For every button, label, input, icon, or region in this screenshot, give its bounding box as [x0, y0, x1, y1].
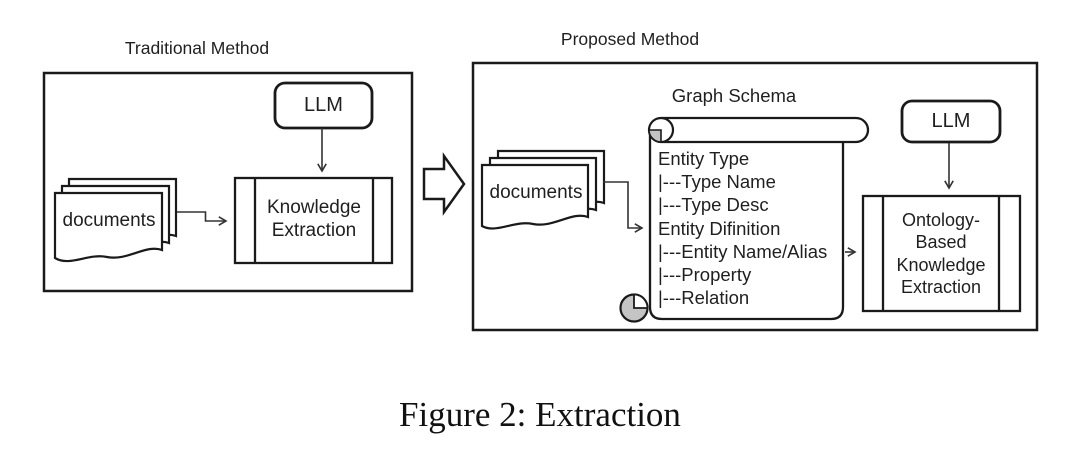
- traditional-llm-label: LLM: [304, 94, 343, 116]
- schema-line-entity-definition: Entity Difinition: [658, 217, 781, 239]
- knowledge-extraction-label: Knowledge Extraction: [257, 196, 371, 242]
- proposed-documents-label: documents: [489, 182, 583, 203]
- ontology-extraction-label-line4: Extraction: [900, 277, 982, 298]
- traditional-method-title: Traditional Method: [124, 38, 270, 58]
- schema-line-relation: |---Relation: [658, 287, 750, 309]
- block-arrow-icon: [422, 152, 466, 216]
- graph-schema-lines: Entity Type |---Type Name |---Type Desc …: [658, 147, 844, 309]
- documents-stack-icon-proposed: [480, 149, 606, 230]
- knowledge-extraction-label-line1: Knowledge: [266, 197, 362, 218]
- scroll-icon: [619, 116, 870, 323]
- scroll-top-curl-shadow: [648, 129, 662, 143]
- scroll-body: [648, 128, 845, 321]
- schema-line-property: |---Property: [658, 264, 752, 286]
- schema-line-type-name: |---Type Name: [658, 171, 776, 193]
- ontology-extraction-label-line2: Based: [915, 232, 967, 253]
- knowledge-extraction-box: [233, 176, 394, 265]
- graph-schema-title: Graph Schema: [671, 85, 797, 106]
- schema-line-type-desc: |---Type Desc: [658, 194, 769, 216]
- ontology-extraction-box: [861, 194, 1022, 313]
- arrow-documents-to-schema: [603, 181, 644, 233]
- proposed-llm-box: [900, 99, 1002, 144]
- arrow-documents-to-extraction-traditional: [177, 211, 228, 226]
- ontology-extraction-label-line1: Ontology-: [901, 210, 981, 230]
- traditional-documents-label: documents: [62, 210, 156, 231]
- knowledge-extraction-label-line2: Extraction: [271, 220, 357, 241]
- figure-caption: Figure 2: Extraction: [399, 395, 681, 434]
- schema-line-entity-name-alias: |---Entity Name/Alias: [658, 240, 828, 262]
- documents-stack-icon-traditional: [53, 177, 178, 263]
- scroll-bottom-curl-notch: [633, 293, 649, 309]
- traditional-llm-box: [273, 81, 374, 130]
- ontology-extraction-label-line3: Knowledge: [896, 254, 986, 275]
- ontology-extraction-label: Ontology- Based Knowledge Extraction: [885, 209, 997, 299]
- scroll-top-roll: [648, 116, 870, 144]
- proposed-method-title: Proposed Method: [560, 29, 700, 49]
- proposed-llm-label: LLM: [931, 110, 971, 132]
- schema-line-entity-type: Entity Type: [658, 148, 750, 169]
